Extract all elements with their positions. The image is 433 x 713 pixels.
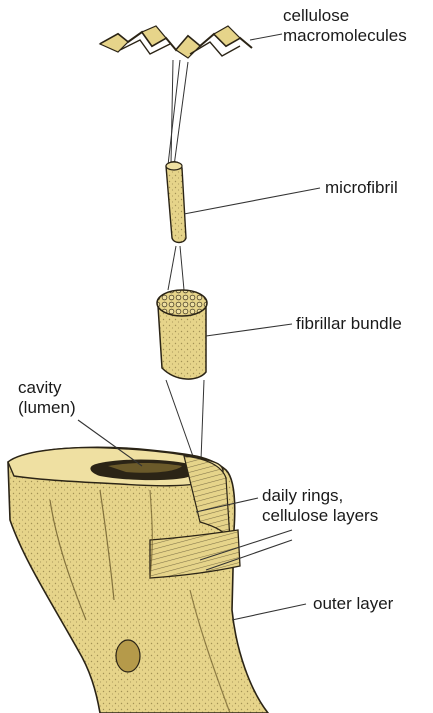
label-cellulose-line2: macromolecules (283, 26, 407, 46)
label-microfibril: microfibril (325, 178, 398, 198)
label-cavity-lumen: cavity (lumen) (18, 378, 76, 418)
leader-outer (232, 604, 306, 620)
leader-microfibril (184, 188, 320, 214)
label-microfibril-text: microfibril (325, 178, 398, 198)
label-cellulose-line1: cellulose (283, 6, 407, 26)
microfibril-shape (166, 162, 186, 243)
label-outer-layer: outer layer (313, 594, 393, 614)
label-daily-line2: cellulose layers (262, 506, 378, 526)
cellulose-macromolecules-chain (100, 26, 252, 58)
label-cavity-line2: (lumen) (18, 398, 76, 418)
label-fibrillar-bundle: fibrillar bundle (296, 314, 402, 334)
fibrillar-bundle-shape (157, 290, 207, 379)
connector-bundle-to-fiber (166, 380, 204, 462)
connector-microfibril-to-bundle (168, 246, 184, 290)
leader-cellulose (250, 34, 282, 40)
wood-fiber-body (8, 447, 268, 713)
connector-macromolecules-to-microfibril (168, 60, 188, 166)
label-daily-rings: daily rings, cellulose layers (262, 486, 378, 526)
label-daily-line1: daily rings, (262, 486, 378, 506)
label-cellulose-macromolecules: cellulose macromolecules (283, 6, 407, 46)
label-outer-text: outer layer (313, 594, 393, 614)
leader-bundle (206, 324, 292, 336)
label-cavity-line1: cavity (18, 378, 76, 398)
label-bundle-text: fibrillar bundle (296, 314, 402, 334)
